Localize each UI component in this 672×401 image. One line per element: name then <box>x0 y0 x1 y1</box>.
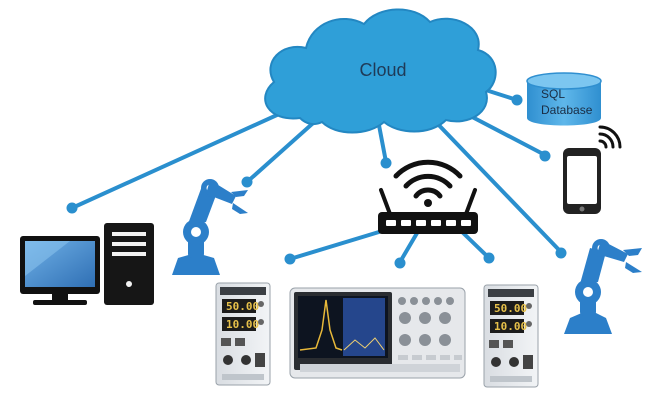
power-supply-icon: 50.00 10.00 <box>483 284 539 388</box>
power-supply-icon: 50.00 10.00 <box>215 282 271 386</box>
psu-left-voltage: 50.00 <box>226 300 259 313</box>
robot-arm-icon <box>564 239 642 334</box>
node-computer <box>66 202 78 214</box>
router-icon <box>378 159 478 234</box>
link-cloud-robot-right <box>430 116 563 254</box>
link-router-psu-left <box>288 226 394 261</box>
oscilloscope-icon <box>289 287 466 379</box>
node-database <box>511 94 523 106</box>
psu-right-current: 10.00 <box>494 320 527 333</box>
link-cloud-router <box>376 118 388 164</box>
desktop-computer-icon <box>20 223 154 305</box>
phone-signal-icon <box>598 125 622 149</box>
node-robot-left <box>241 176 253 188</box>
node-phone <box>539 150 551 162</box>
psu-right-voltage: 50.00 <box>494 302 527 315</box>
robot-arm-icon <box>172 179 248 275</box>
node-scope <box>394 257 406 269</box>
node-psu-right <box>483 252 495 264</box>
connection-nodes <box>66 94 567 269</box>
database-label-line1: SQL <box>541 87 565 101</box>
node-robot-right <box>555 247 567 259</box>
node-router <box>380 157 392 169</box>
database-icon: SQL Database <box>526 72 602 126</box>
node-psu-left <box>284 253 296 265</box>
database-label-line2: Database <box>541 103 593 117</box>
psu-left-current: 10.00 <box>226 318 259 331</box>
smartphone-icon <box>563 125 622 214</box>
wifi-icon <box>393 159 463 199</box>
link-cloud-computer <box>70 98 312 210</box>
cloud-label: Cloud <box>359 60 406 80</box>
cloud-icon: Cloud <box>264 8 497 134</box>
